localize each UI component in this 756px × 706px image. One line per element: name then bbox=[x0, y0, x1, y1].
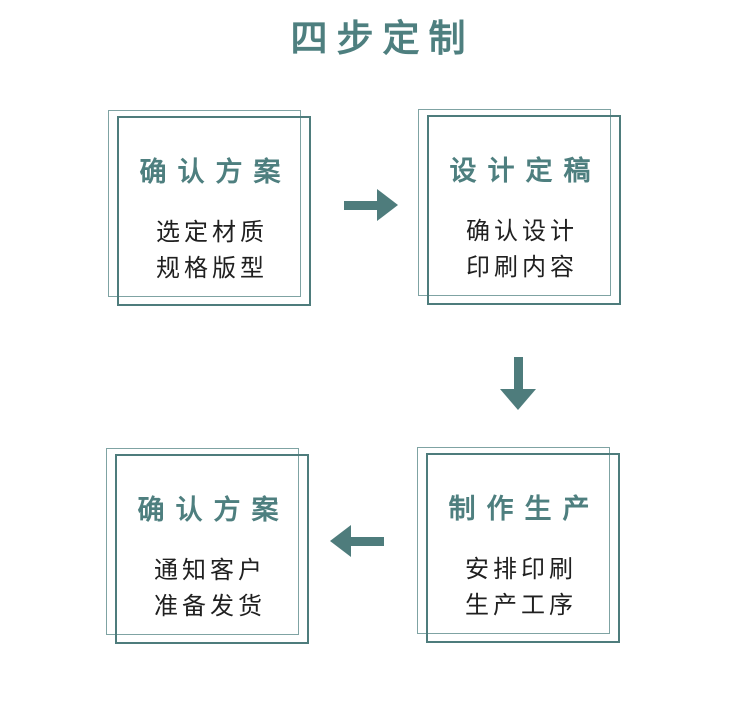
arrow-shaft bbox=[344, 201, 378, 210]
step-desc-line: 生产工序 bbox=[465, 592, 577, 619]
box-inner-frame bbox=[427, 115, 621, 305]
step-desc-line: 规格版型 bbox=[156, 255, 268, 282]
arrow-left-icon bbox=[330, 525, 384, 557]
step-description: 选定材质 规格版型 bbox=[156, 215, 264, 287]
step-content: 确认方案 通知客户 准备发货 bbox=[106, 448, 310, 647]
step-description: 安排印刷 生产工序 bbox=[465, 552, 573, 624]
box-outer-frame bbox=[417, 447, 610, 634]
step-description: 通知客户 准备发货 bbox=[154, 553, 262, 625]
step-content: 确认方案 选定材质 规格版型 bbox=[108, 110, 312, 309]
step-desc-line: 确认设计 bbox=[466, 218, 578, 245]
step-title: 确认方案 bbox=[137, 495, 290, 525]
step-box-1: 确认方案 选定材质 规格版型 bbox=[108, 110, 312, 309]
step-box-2: 设计定稿 确认设计 印刷内容 bbox=[418, 109, 622, 308]
step-desc-line: 选定材质 bbox=[156, 219, 268, 246]
step-desc-line: 准备发货 bbox=[154, 593, 266, 620]
step-content: 制作生产 安排印刷 生产工序 bbox=[417, 447, 621, 646]
step-title: 确认方案 bbox=[139, 157, 292, 187]
arrow-down-icon bbox=[500, 357, 536, 410]
step-title: 制作生产 bbox=[448, 494, 601, 524]
step-title: 设计定稿 bbox=[449, 156, 602, 186]
step-description: 确认设计 印刷内容 bbox=[466, 214, 574, 286]
arrow-head bbox=[377, 189, 398, 221]
step-desc-line: 安排印刷 bbox=[465, 556, 577, 583]
box-inner-frame bbox=[426, 453, 620, 643]
arrow-shaft bbox=[350, 537, 384, 546]
arrow-shaft bbox=[514, 357, 523, 390]
box-inner-frame bbox=[117, 116, 311, 306]
box-outer-frame bbox=[108, 110, 301, 297]
step-box-4: 确认方案 通知客户 准备发货 bbox=[106, 448, 310, 647]
box-outer-frame bbox=[106, 448, 299, 635]
arrow-right-icon bbox=[344, 189, 398, 221]
box-outer-frame bbox=[418, 109, 611, 296]
arrow-head bbox=[330, 525, 351, 557]
step-desc-line: 印刷内容 bbox=[466, 254, 578, 281]
arrow-head bbox=[500, 389, 536, 410]
step-content: 设计定稿 确认设计 印刷内容 bbox=[418, 109, 622, 308]
page-title: 四步定制 bbox=[290, 18, 475, 59]
step-desc-line: 通知客户 bbox=[154, 557, 266, 584]
step-box-3: 制作生产 安排印刷 生产工序 bbox=[417, 447, 621, 646]
box-inner-frame bbox=[115, 454, 309, 644]
